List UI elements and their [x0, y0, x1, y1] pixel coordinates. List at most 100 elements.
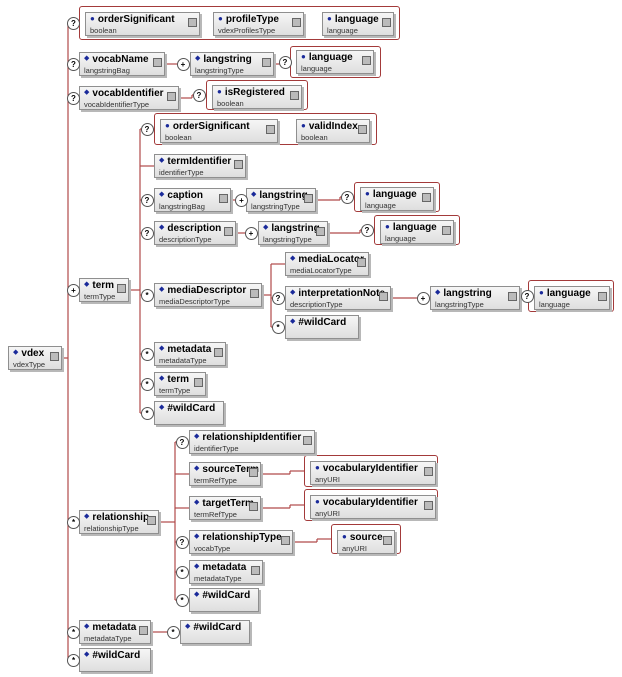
edge-relationshipIdentifier-occurrence-icon: ?	[175, 435, 189, 449]
expand-icon[interactable]	[383, 536, 392, 545]
expand-icon[interactable]	[251, 566, 260, 575]
expand-icon[interactable]	[117, 284, 126, 293]
expand-icon[interactable]	[219, 194, 228, 203]
expand-icon[interactable]	[139, 626, 148, 635]
expand-icon[interactable]	[508, 292, 517, 301]
expand-icon[interactable]	[262, 58, 271, 67]
expand-icon[interactable]	[250, 289, 259, 298]
expand-icon[interactable]	[224, 227, 233, 236]
expand-icon[interactable]	[266, 125, 275, 134]
edge-t_metadata-occurrence-icon: *	[140, 347, 154, 361]
edge-r_wildcard-occurrence-icon: *	[175, 593, 189, 607]
expand-icon[interactable]	[214, 348, 223, 357]
edge-vi_isRegistered-occurrence-icon: ?	[192, 88, 206, 102]
node-relationship-wildcard[interactable]: #wildCard	[189, 588, 259, 612]
expand-icon[interactable]	[422, 193, 431, 202]
edge-term-occurrence-icon: +	[67, 283, 80, 297]
expand-icon[interactable]	[424, 501, 433, 510]
expand-icon[interactable]	[50, 352, 59, 361]
attribute-group-term	[154, 113, 377, 145]
expand-icon[interactable]	[598, 292, 607, 301]
expand-icon[interactable]	[290, 91, 299, 100]
edge-mediaDescriptor-occurrence-icon: *	[140, 288, 154, 302]
edge-interpretationNote-occurrence-icon: ?	[271, 291, 285, 305]
edge-in_langstring-occurrence-icon: +	[416, 291, 430, 305]
expand-icon[interactable]	[382, 18, 391, 27]
expand-icon[interactable]	[194, 378, 203, 387]
expand-icon[interactable]	[379, 292, 388, 301]
edge-vocabName-occurrence-icon: ?	[67, 57, 80, 71]
expand-icon[interactable]	[188, 18, 197, 27]
edge-desc_langstring-occurrence-icon: +	[244, 226, 258, 240]
edge-vn_langstring-occurrence-icon: +	[176, 57, 190, 71]
edge-t_wildcard-occurrence-icon: *	[140, 406, 154, 420]
edge-vn_language-occurrence-icon: ?	[278, 55, 292, 69]
expand-icon[interactable]	[424, 467, 433, 476]
expand-icon[interactable]	[303, 436, 312, 445]
node-term-wildcard[interactable]: #wildCard	[154, 401, 224, 425]
expand-icon[interactable]	[358, 125, 367, 134]
edge-caption-occurrence-icon: ?	[140, 193, 154, 207]
edge-a_orderSignificant-occurrence-icon: ?	[67, 16, 80, 30]
expand-icon[interactable]	[281, 536, 290, 545]
node-wildcard[interactable]: #wildCard	[79, 648, 151, 672]
node-metadata-wildcard[interactable]: #wildCard	[180, 620, 250, 644]
expand-icon[interactable]	[147, 516, 156, 525]
attribute-group-sourceterm	[304, 455, 438, 487]
expand-icon[interactable]	[362, 56, 371, 65]
expand-icon[interactable]	[292, 18, 301, 27]
expand-icon[interactable]	[357, 258, 366, 267]
expand-icon[interactable]	[249, 468, 258, 477]
attribute-group-vocabidentifier	[206, 80, 308, 110]
edge-description-occurrence-icon: ?	[140, 226, 154, 240]
expand-icon[interactable]	[442, 226, 451, 235]
expand-icon[interactable]	[234, 160, 243, 169]
edge-t_term-occurrence-icon: *	[140, 377, 154, 391]
expand-icon[interactable]	[316, 227, 325, 236]
expand-icon[interactable]	[304, 194, 313, 203]
expand-icon[interactable]	[249, 502, 258, 511]
expand-icon[interactable]	[167, 92, 176, 101]
edge-desc_language-occurrence-icon: ?	[360, 223, 374, 237]
node-mediadescriptor-wildcard[interactable]: #wildCard	[285, 315, 359, 339]
expand-icon[interactable]	[153, 58, 162, 67]
edge-r_metadata-occurrence-icon: *	[175, 565, 189, 579]
attribute-group-description-langstring	[374, 215, 460, 245]
